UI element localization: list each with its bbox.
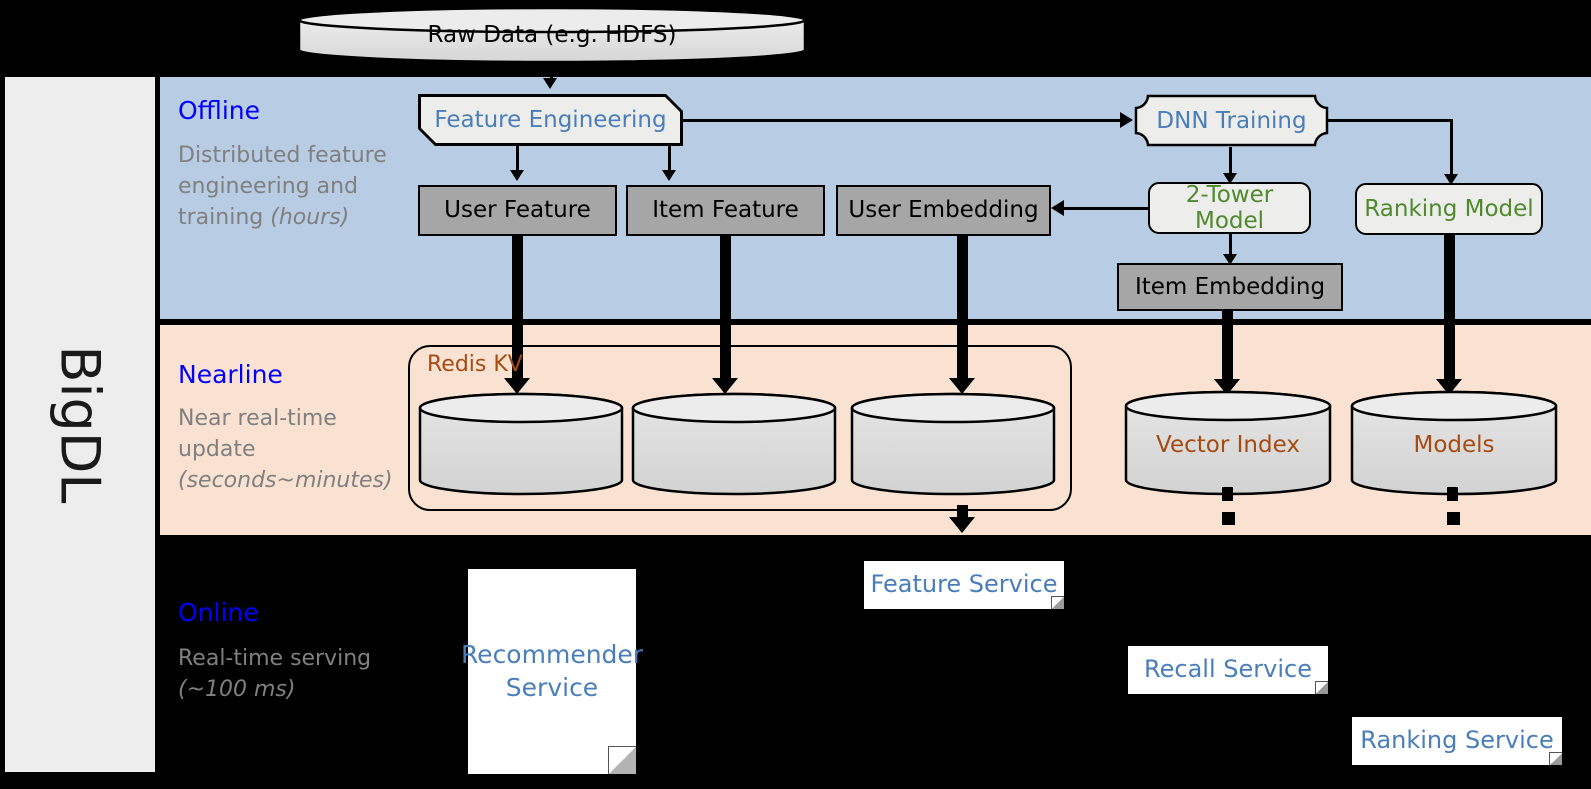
pipe-rankingmodel-models: [1444, 235, 1455, 383]
user-embedding-label: User Embedding: [848, 197, 1039, 224]
item-embedding-label: Item Embedding: [1134, 273, 1326, 300]
pipe-models-ranking-seg2: [1447, 512, 1460, 525]
dnn-training-node[interactable]: DNN Training: [1134, 94, 1329, 147]
connector-fe-userfeature: [516, 146, 519, 172]
user-feature-node[interactable]: User Feature: [418, 185, 617, 236]
arrowhead-fe-itemfeature: [662, 170, 676, 181]
nearline-subtitle-italic: (seconds~minutes): [178, 468, 393, 493]
redis-kv-container: [408, 345, 1072, 511]
pipe-vectorindex-recall-seg1: [1222, 487, 1233, 501]
two-tower-model-node[interactable]: 2-Tower Model: [1148, 182, 1311, 234]
connector-dnn-twotower: [1229, 147, 1232, 175]
dnn-training-label: DNN Training: [1156, 107, 1307, 134]
connector-twotower-itemembedding: [1229, 234, 1232, 258]
feature-service-node[interactable]: Feature Service: [864, 561, 1064, 609]
arrowhead-userembedding-redis: [949, 378, 975, 394]
offline-subtitle-plain: Distributed feature engineering and trai…: [178, 143, 387, 230]
arrowhead-twotower-userembedding: [1051, 200, 1064, 216]
arrowhead-twotower-itemembedding: [1223, 254, 1237, 265]
page-fold-icon: [1051, 596, 1064, 609]
pipe-vectorindex-recall-seg2: [1222, 512, 1235, 525]
pipe-redis-featureservice: [957, 505, 968, 519]
recall-service-label: Recall Service: [1144, 655, 1312, 684]
connector-dnn-rankingmodel-v: [1450, 119, 1453, 177]
page-fold-icon: [1315, 681, 1328, 694]
offline-title: Offline: [178, 96, 261, 125]
page-fold-icon: [1549, 752, 1562, 765]
pipe-itemfeature-redis: [720, 236, 731, 382]
offline-subtitle: Distributed feature engineering and trai…: [178, 140, 393, 233]
connector-fe-dnn: [683, 119, 1123, 122]
online-title: Online: [178, 598, 259, 627]
bigdl-label: BigDL: [48, 345, 112, 504]
connector-rawdata-fe: [550, 64, 553, 82]
bigdl-framework-rail: BigDL: [5, 77, 155, 772]
arrowhead-userfeature-redis: [504, 378, 530, 394]
pipe-userfeature-redis: [512, 236, 523, 382]
models-cylinder[interactable]: Models: [1350, 390, 1558, 496]
redis-store-user-feature[interactable]: [418, 392, 624, 496]
nearline-title: Nearline: [178, 360, 283, 389]
nearline-subtitle: Near real-time update (seconds~minutes): [178, 403, 393, 496]
pipe-userembedding-redis: [957, 236, 968, 382]
arrowhead-dnn-rankingmodel: [1444, 174, 1458, 185]
arrowhead-fe-dnn: [1120, 112, 1133, 128]
user-feature-label: User Feature: [444, 197, 591, 224]
raw-data-label: Raw Data (e.g. HDFS): [427, 22, 677, 48]
page-fold-icon: [608, 746, 636, 774]
online-subtitle-plain: Real-time serving: [178, 646, 372, 671]
arrowhead-fe-userfeature: [510, 170, 524, 181]
arrowhead-rawdata-fe: [543, 78, 557, 89]
item-embedding-node[interactable]: Item Embedding: [1117, 263, 1343, 311]
feature-engineering-node[interactable]: Feature Engineering: [418, 94, 683, 146]
arrowhead-itemfeature-redis: [712, 378, 738, 394]
redis-kv-label: Redis KV: [427, 352, 523, 377]
vector-index-label: Vector Index: [1156, 432, 1300, 458]
vector-index-cylinder[interactable]: Vector Index: [1124, 390, 1332, 496]
offline-subtitle-italic: (hours): [270, 205, 350, 230]
connector-twotower-userembedding: [1064, 207, 1150, 210]
item-feature-label: Item Feature: [652, 197, 799, 224]
pipe-models-ranking-seg1: [1447, 487, 1458, 501]
redis-store-item-feature[interactable]: [631, 392, 837, 496]
recall-service-node[interactable]: Recall Service: [1128, 646, 1328, 694]
ranking-model-node[interactable]: Ranking Model: [1355, 183, 1543, 235]
feature-engineering-label: Feature Engineering: [434, 106, 667, 133]
pipe-itemembedding-vectorindex: [1222, 311, 1233, 383]
ranking-service-node[interactable]: Ranking Service: [1352, 717, 1562, 765]
redis-store-user-embedding[interactable]: [850, 392, 1056, 496]
feature-service-label: Feature Service: [870, 570, 1058, 599]
user-embedding-node[interactable]: User Embedding: [836, 185, 1051, 236]
two-tower-model-label: 2-Tower Model: [1185, 181, 1274, 234]
ranking-model-label: Ranking Model: [1364, 195, 1534, 222]
connector-fe-itemfeature: [668, 146, 671, 172]
recommender-service-label: Recommender Service: [460, 640, 644, 702]
raw-data-cylinder: Raw Data (e.g. HDFS): [297, 6, 807, 64]
nearline-subtitle-plain: Near real-time update: [178, 406, 337, 462]
ranking-service-label: Ranking Service: [1360, 726, 1554, 755]
arrowhead-dnn-twotower: [1223, 173, 1237, 184]
online-subtitle-italic: (~100 ms): [178, 677, 296, 702]
online-subtitle: Real-time serving (~100 ms): [178, 643, 393, 705]
recommender-service-node[interactable]: Recommender Service: [461, 569, 643, 774]
models-label: Models: [1413, 432, 1495, 458]
arrowhead-redis-featureservice: [949, 517, 975, 533]
connector-dnn-rankingmodel-h: [1327, 119, 1452, 122]
item-feature-node[interactable]: Item Feature: [626, 185, 825, 236]
